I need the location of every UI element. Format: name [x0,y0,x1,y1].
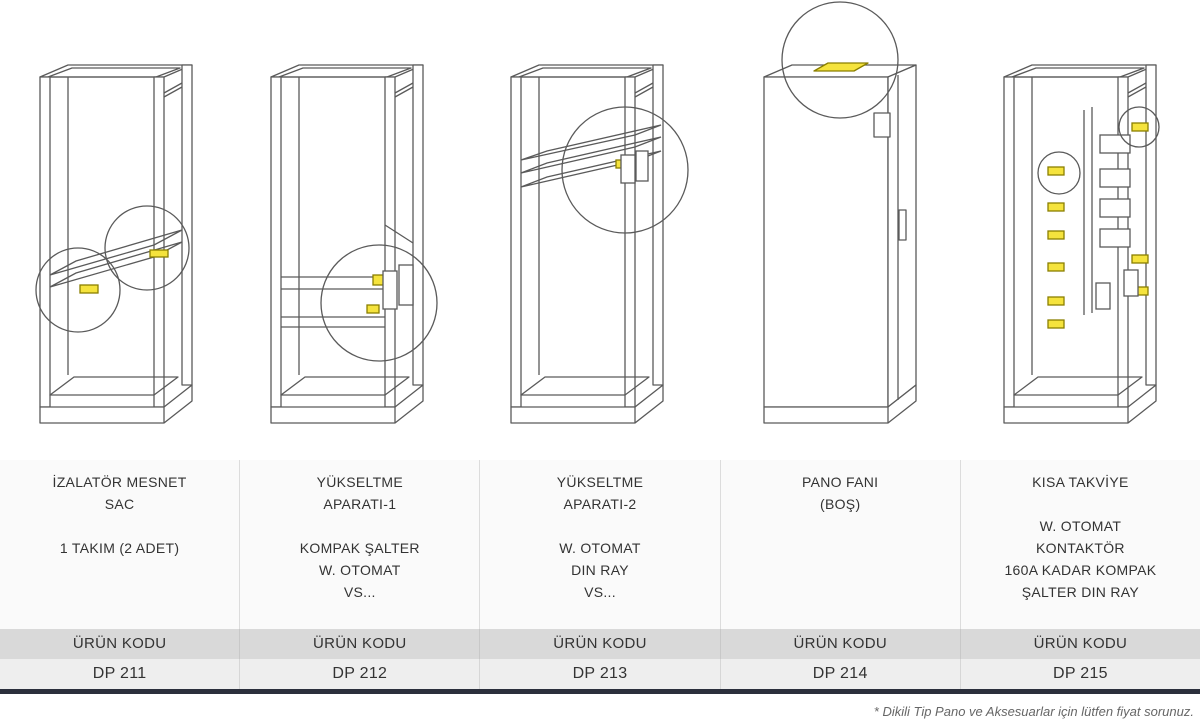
product-code: DP 215 [959,659,1200,689]
product-code: DP 211 [92,665,147,682]
product-title-line: PANO FANI [802,474,879,490]
product-title-line: APARATI-1 [323,496,397,512]
product-col-dp212: YÜKSELTME APARATI-1 KOMPAK ŞALTER W. OTO… [239,460,479,629]
product-col-dp213: YÜKSELTME APARATI-2 W. OTOMAT DIN RAY VS… [479,460,719,629]
product-title-line: SAC [104,496,135,512]
product-title-line: YÜKSELTME [556,474,644,490]
code-label: ÜRÜN KODU [959,629,1200,659]
product-table: İZALATÖR MESNET SAC 1 TAKIM (2 ADET) YÜK… [0,460,1200,692]
cabinet-dp213-illustration [510,64,689,424]
product-desc-line: VS... [343,584,376,600]
product-code: DP 213 [479,659,719,689]
code-label: ÜRÜN KODU [239,629,479,659]
product-title-line: (BOŞ) [820,496,861,512]
product-desc-line: ŞALTER DIN RAY [1021,584,1140,600]
product-desc-line: W. OTOMAT [1039,518,1122,534]
product-title-line: KISA TAKVİYE [1032,474,1129,490]
code-label: ÜRÜN KODU [719,629,960,659]
code-label-row: ÜRÜN KODU ÜRÜN KODU ÜRÜN KODU ÜRÜN KODU … [0,629,1200,659]
product-col-dp214: PANO FANI (BOŞ) [719,460,960,629]
product-desc-line: VS... [584,584,616,600]
product-col-dp211: İZALATÖR MESNET SAC 1 TAKIM (2 ADET) [0,460,239,629]
product-desc-line: DIN RAY [571,562,629,578]
code-label: ÜRÜN KODU [72,635,167,652]
product-title-line: APARATI-2 [563,496,637,512]
product-title-line: YÜKSELTME [316,474,404,490]
cabinet-dp211-illustration [35,64,193,424]
bottom-divider-bar [0,689,1200,694]
product-col-dp215: KISA TAKVİYE W. OTOMAT KONTAKTÖR 160A KA… [959,460,1200,629]
cabinet-dp214-illustration [763,1,917,424]
cabinet-dp212-illustration [270,64,438,424]
code-label: ÜRÜN KODU [479,629,719,659]
product-code: DP 214 [719,659,960,689]
product-desc-line: W. OTOMAT [559,540,641,556]
cabinet-dp215-illustration [1003,64,1160,424]
product-desc-line: 160A KADAR KOMPAK [1004,562,1157,578]
product-title-line: İZALATÖR MESNET [52,474,187,490]
product-desc-line: KOMPAK ŞALTER [299,540,420,556]
product-desc-line: KONTAKTÖR [1036,540,1125,556]
price-footnote: * Dikili Tip Pano ve Aksesuarlar için lü… [873,704,1194,719]
product-code: DP 212 [239,659,479,689]
product-desc-line: W. OTOMAT [319,562,401,578]
code-value-row: DP 211 DP 212 DP 213 DP 214 DP 215 [0,659,1200,689]
cabinet-illustrations [35,1,1160,424]
product-desc-line: 1 TAKIM (2 ADET) [59,540,180,556]
